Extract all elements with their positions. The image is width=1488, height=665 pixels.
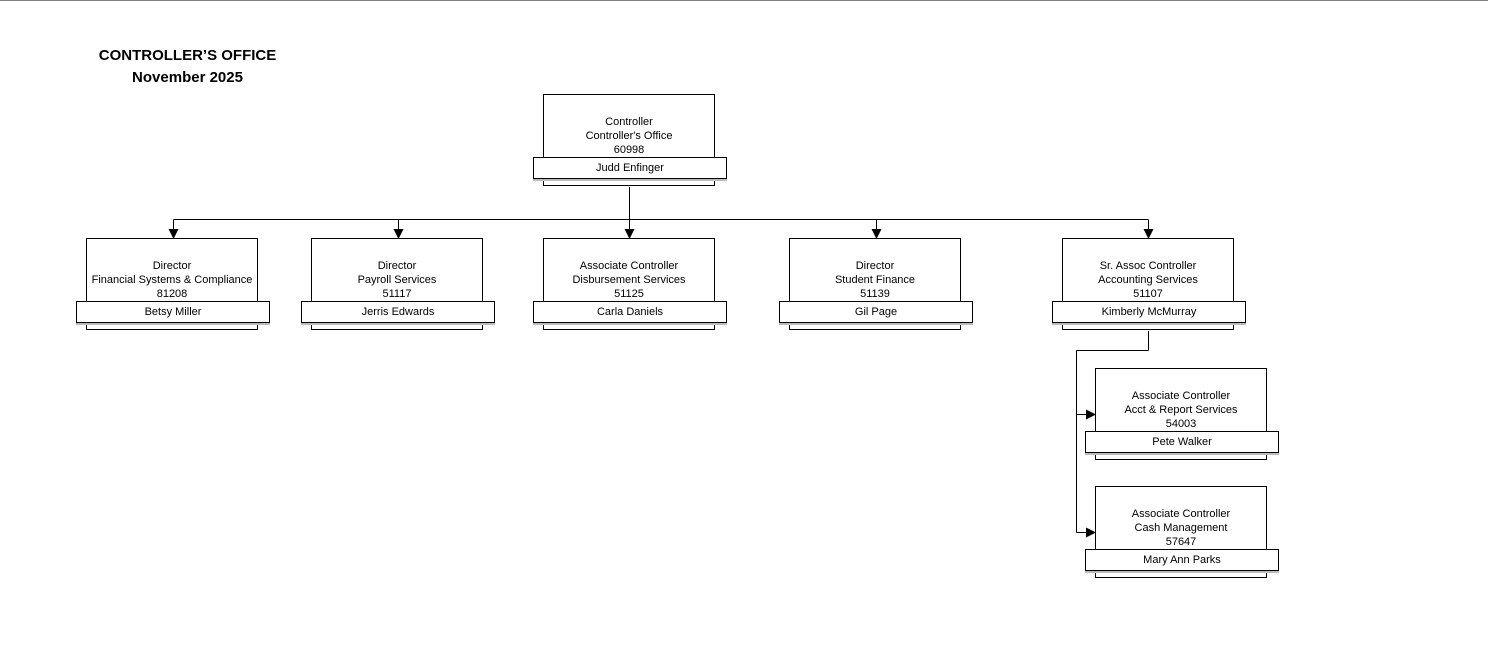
unit-name: Cash Management: [1134, 522, 1228, 534]
person-name: Betsy Miller: [76, 301, 270, 323]
position-title: Director: [855, 260, 895, 272]
chart-date: November 2025: [132, 69, 243, 86]
position-title: Director: [152, 260, 192, 272]
unit-name: Student Finance: [834, 274, 916, 286]
unit-name: Financial Systems & Compliance: [91, 274, 253, 286]
person-name: Kimberly McMurray: [1052, 301, 1246, 323]
dept-code: 54003: [1165, 418, 1197, 430]
chart-title: CONTROLLER’S OFFICE: [98, 47, 277, 64]
position-title: Director: [377, 260, 417, 272]
dept-code: 81208: [156, 288, 188, 300]
org-box-student-finance: Director Student Finance 51139 Gil Page: [779, 238, 973, 330]
person-name: Gil Page: [779, 301, 973, 323]
person-name: Carla Daniels: [533, 301, 727, 323]
top-border: [0, 0, 1488, 1]
dept-code: 60998: [613, 144, 645, 156]
org-box-financial-systems: Director Financial Systems & Compliance …: [76, 238, 270, 330]
position-title: Associate Controller: [1131, 508, 1231, 520]
position-title: Controller: [605, 116, 653, 128]
dept-code: 51125: [614, 288, 644, 300]
org-box-accounting-services: Sr. Assoc Controller Accounting Services…: [1052, 238, 1246, 330]
person-name: Pete Walker: [1085, 431, 1279, 453]
org-box-payroll-services: Director Payroll Services 51117 Jerris E…: [301, 238, 495, 330]
dept-code: 51107: [1133, 288, 1163, 300]
unit-name: Acct & Report Services: [1124, 404, 1238, 416]
dept-code: 51117: [382, 288, 412, 300]
position-title: Associate Controller: [1131, 390, 1231, 402]
unit-name: Payroll Services: [357, 274, 437, 286]
org-box-controller: Controller Controller's Office 60998 Jud…: [533, 94, 727, 186]
position-title: Associate Controller: [579, 260, 679, 272]
org-box-disbursement-services: Associate Controller Disbursement Servic…: [533, 238, 727, 330]
dept-code: 51139: [860, 288, 890, 300]
position-title: Sr. Assoc Controller: [1099, 260, 1197, 272]
unit-name: Controller's Office: [585, 130, 673, 142]
unit-name: Disbursement Services: [572, 274, 686, 286]
dept-code: 57647: [1165, 536, 1197, 548]
person-name: Jerris Edwards: [301, 301, 495, 323]
person-name: Mary Ann Parks: [1085, 549, 1279, 571]
person-name: Judd Enfinger: [533, 157, 727, 179]
org-box-cash-management: Associate Controller Cash Management 576…: [1085, 486, 1279, 578]
unit-name: Accounting Services: [1098, 274, 1198, 286]
org-box-acct-report-services: Associate Controller Acct & Report Servi…: [1085, 368, 1279, 460]
